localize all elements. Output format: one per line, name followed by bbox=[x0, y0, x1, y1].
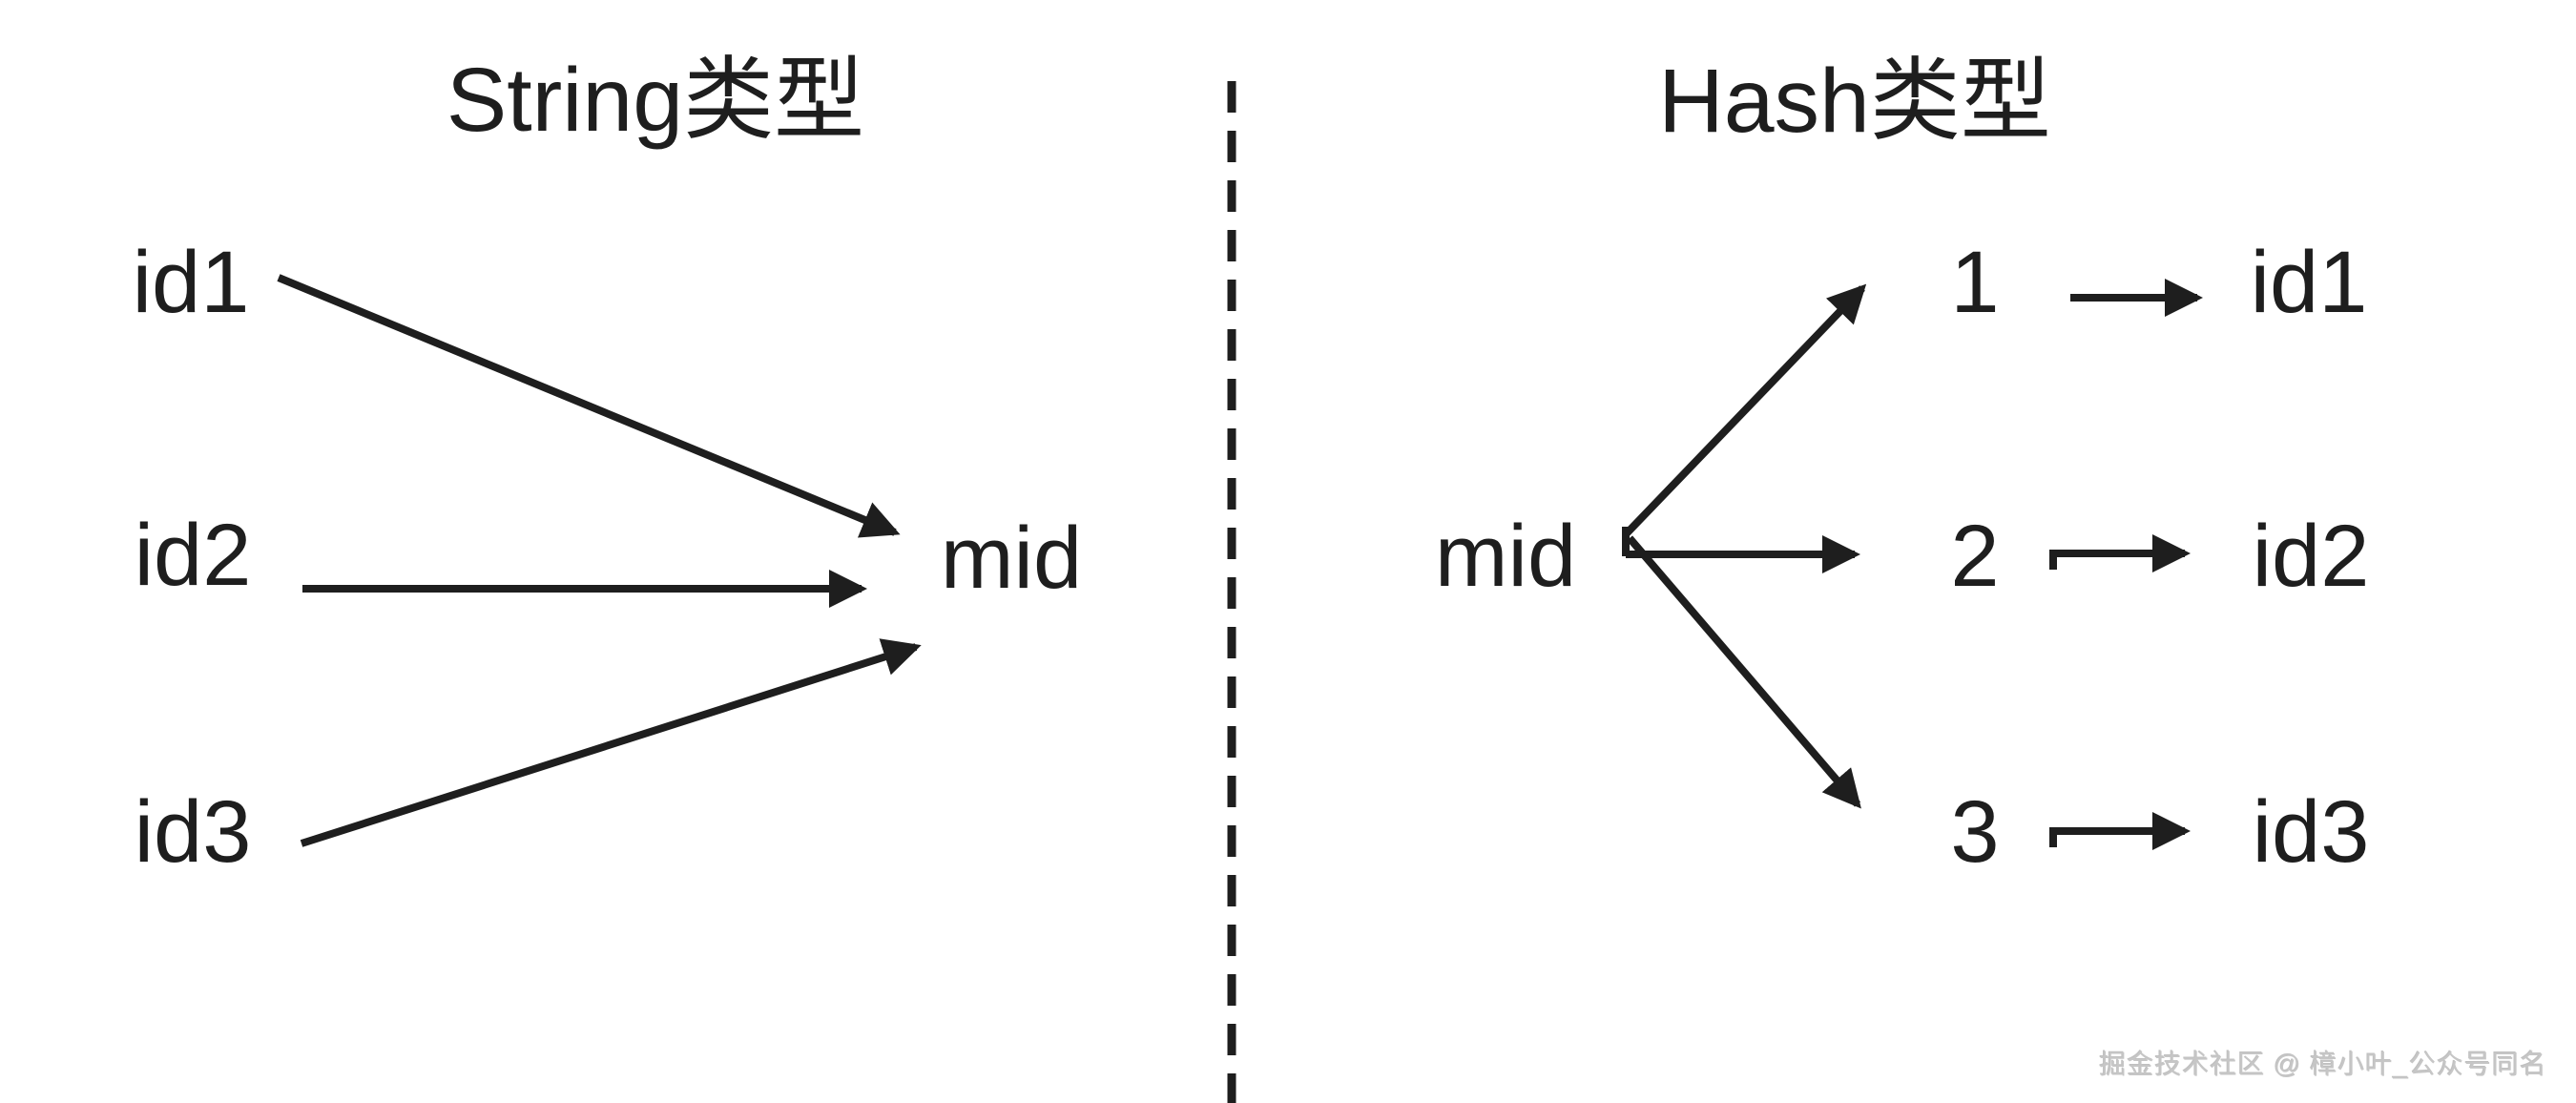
left-label-id3: id3 bbox=[135, 783, 252, 881]
right-panel-title: Hash类型 bbox=[1658, 51, 2051, 152]
arrow-mid-to-field-3 bbox=[1626, 535, 1861, 809]
right-field-1: 1 bbox=[1950, 234, 1999, 331]
right-field-3: 3 bbox=[1950, 783, 1999, 881]
right-value-id3: id3 bbox=[2253, 783, 2370, 881]
arrow-field-2-to-id2 bbox=[2049, 534, 2191, 572]
left-label-id2: id2 bbox=[135, 507, 252, 604]
watermark-text: 掘金技术社区 @ 樟小叶_公众号同名 bbox=[2099, 1050, 2547, 1079]
right-label-mid: mid bbox=[1435, 508, 1576, 605]
arrow-id3-to-mid bbox=[300, 638, 922, 847]
left-label-mid: mid bbox=[941, 510, 1082, 607]
arrow-id1-to-mid bbox=[277, 274, 901, 538]
left-panel-title: String类型 bbox=[447, 50, 864, 151]
right-field-2: 2 bbox=[1950, 508, 1999, 605]
right-value-id2: id2 bbox=[2253, 508, 2370, 605]
arrow-mid-to-field-1 bbox=[1623, 283, 1867, 537]
left-label-id1: id1 bbox=[133, 234, 250, 331]
right-value-id1: id1 bbox=[2251, 234, 2368, 331]
arrow-field-3-to-id3 bbox=[2049, 812, 2191, 850]
